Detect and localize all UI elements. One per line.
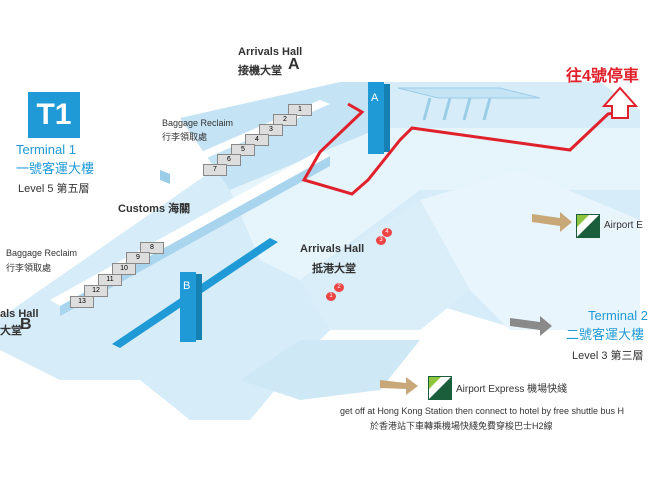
t2-walkway	[420, 170, 640, 330]
carousel: 1	[288, 104, 312, 116]
canopy-post	[482, 97, 492, 121]
carousel: 4	[245, 134, 269, 146]
carousel: 6	[217, 154, 241, 166]
baggage-wall-upper	[160, 170, 170, 184]
terminal2-level: Level 3 第三層	[572, 350, 644, 362]
arrow-to-t2	[510, 316, 552, 336]
counter: 2	[334, 283, 344, 292]
customs-label: Customs 海關	[118, 203, 191, 215]
instructions-en: get off at Hong Kong Station then connec…	[340, 406, 625, 416]
terminal1-badge: T1	[28, 92, 80, 138]
baggage-reclaim-upper-zh: 行李領取處	[162, 132, 208, 142]
terminal2-name-zh: 二號客運大樓	[566, 327, 645, 342]
pillar-b-side	[196, 274, 202, 340]
customs-wall-shadow	[60, 156, 330, 316]
counter: 4	[382, 228, 392, 237]
carousel: 5	[231, 144, 255, 156]
carousel: 10	[112, 263, 136, 275]
lower-shelf	[240, 340, 420, 400]
terminal1-name-zh: 一號客運大樓	[16, 161, 95, 176]
canopy-post	[442, 97, 452, 121]
arrivals-hall-b-zh: 大堂	[0, 325, 22, 337]
arrivals-hall-a-letter: A	[288, 56, 300, 73]
terminal1-name-en: Terminal 1	[16, 142, 76, 157]
carousel: 8	[140, 242, 164, 254]
arrivals-hall-a-en: Arrivals Hall	[238, 46, 303, 58]
route-to-carpark	[301, 102, 621, 196]
carousel: 11	[98, 274, 122, 286]
arrow-to-airport-express-bottom	[380, 377, 418, 395]
carousel: 12	[84, 285, 108, 297]
carpark-arrow	[601, 86, 639, 119]
airport-express-logo	[576, 214, 600, 238]
airport-express-logo	[428, 376, 452, 400]
counter: 3	[376, 236, 386, 245]
carousel: 7	[203, 164, 227, 176]
arrow-to-airport-express-top	[532, 212, 572, 232]
counter: 1	[326, 292, 336, 301]
airport-express-top-label: Airport E	[604, 220, 643, 231]
carousel: 3	[259, 124, 283, 136]
instructions-zh: 於香港站下車轉乘機場快綫免費穿梭巴士H2線	[370, 421, 553, 431]
lower-walkway	[300, 200, 470, 330]
arrivals-hall-a-zh: 接機大堂	[238, 65, 282, 77]
arrivals-hall-center-zh: 抵港大堂	[312, 263, 356, 275]
arrivals-corridor	[230, 128, 640, 280]
canopy-post	[462, 97, 472, 121]
carousel: 13	[70, 296, 94, 308]
baggage-reclaim-upper-en: Baggage Reclaim	[162, 118, 234, 128]
airport-express-bottom-label: Airport Express 機場快綫	[456, 384, 568, 395]
pillar-a	[368, 82, 384, 154]
canopy-post	[422, 97, 432, 121]
baggage-reclaim-lower-en: Baggage Reclaim	[6, 248, 78, 258]
arrivals-hall-center-en: Arrivals Hall	[300, 243, 365, 255]
terminal2-name-en: Terminal 2	[588, 308, 648, 323]
carousel: 2	[273, 114, 297, 126]
arrivals-hall-b-letter: B	[20, 316, 32, 333]
carousel: 9	[126, 252, 150, 264]
pillar-b-letter: B	[183, 280, 191, 292]
arrivals-hall-b-en: als Hall	[0, 308, 39, 320]
pillar-a-letter: A	[371, 92, 379, 104]
terminal1-level: Level 5 第五層	[18, 183, 90, 195]
canopy	[397, 87, 541, 99]
pillar-a-side	[384, 84, 390, 152]
pillar-b	[180, 272, 196, 342]
baggage-reclaim-lower-zh: 行李領取處	[6, 263, 52, 273]
carpark-label: 往4號停車	[566, 68, 639, 85]
